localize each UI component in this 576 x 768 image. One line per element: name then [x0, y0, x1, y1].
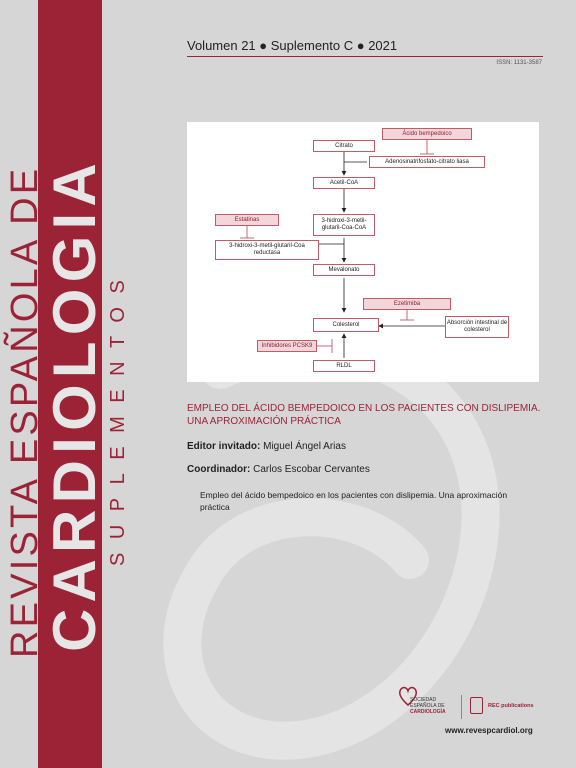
- node-rldl: RLDL: [313, 360, 375, 372]
- guest-editor-name: Miguel Ángel Arias: [263, 441, 346, 452]
- sec-logo-text: SOCIEDAD ESPAÑOLA DE CARDIOLOGÍA: [410, 697, 446, 715]
- spine-band: [38, 0, 102, 768]
- inhibitor-bempedoico: Ácido bempedoico: [382, 128, 472, 140]
- node-absorcion: Absorción intestinal de colesterol: [445, 316, 509, 338]
- sec-line3: CARDIOLOGÍA: [410, 709, 446, 715]
- sec-line2: ESPAÑOLA DE: [410, 703, 445, 709]
- sec-line1: SOCIEDAD: [410, 697, 437, 703]
- issue-info: Volumen 21 ● Suplemento C ● 2021: [187, 38, 398, 53]
- guest-editor: Editor invitado: Miguel Ángel Arias: [187, 441, 346, 452]
- guest-editor-label: Editor invitado:: [187, 441, 261, 452]
- heart-watermark: [163, 330, 500, 760]
- cover-title: EMPLEO DEL ÁCIDO BEMPEDOICO EN LOS PACIE…: [187, 403, 541, 427]
- node-acetil-coa: Acetil-CoA: [313, 177, 375, 189]
- pathway-arrows: [240, 140, 445, 358]
- pathway-diagram: Ácido bempedoico Citrato Adenosinatrifos…: [187, 122, 539, 382]
- inhibitor-estatinas: Estatinas: [215, 214, 279, 226]
- issue-divider: [187, 56, 543, 57]
- logo-divider: [461, 695, 462, 719]
- publisher-logos: SOCIEDAD ESPAÑOLA DE CARDIOLOGÍA REC pub…: [398, 685, 538, 725]
- rec-book-icon: [470, 697, 483, 714]
- coordinator-name: Carlos Escobar Cervantes: [253, 464, 370, 475]
- node-mevalonato: Mevalonato: [313, 264, 375, 276]
- rec-logo-text: REC publications: [488, 703, 534, 709]
- inhibitor-ezetimiba: Ezetimiba: [363, 298, 451, 310]
- node-hmg-reductasa: 3-hidroxi-3-metil-glutaril-Coa reductasa: [215, 240, 319, 260]
- inhibitor-pcsk9: Inhibidores PCSK9: [257, 340, 317, 352]
- issn: ISSN: 1131-3587: [496, 60, 542, 66]
- coordinator: Coordinador: Carlos Escobar Cervantes: [187, 464, 370, 475]
- journal-url[interactable]: www.revespcardiol.org: [445, 726, 533, 735]
- node-acl: Adenosinatrifosfato-citrato liasa: [369, 156, 485, 168]
- article-title: Empleo del ácido bempedoico en los pacie…: [200, 490, 508, 512]
- journal-name-line3: SUPLEMENTOS: [107, 266, 129, 566]
- node-colesterol: Colesterol: [313, 318, 379, 332]
- journal-name-line2: CARDIOLOGIA: [41, 157, 108, 652]
- node-citrato: Citrato: [313, 140, 375, 152]
- node-hmg-coa: 3-hidroxi-3-metil-glutaril-Coa-CoA: [313, 214, 375, 236]
- coordinator-label: Coordinador:: [187, 464, 251, 475]
- sec-heart-icon: [398, 686, 418, 706]
